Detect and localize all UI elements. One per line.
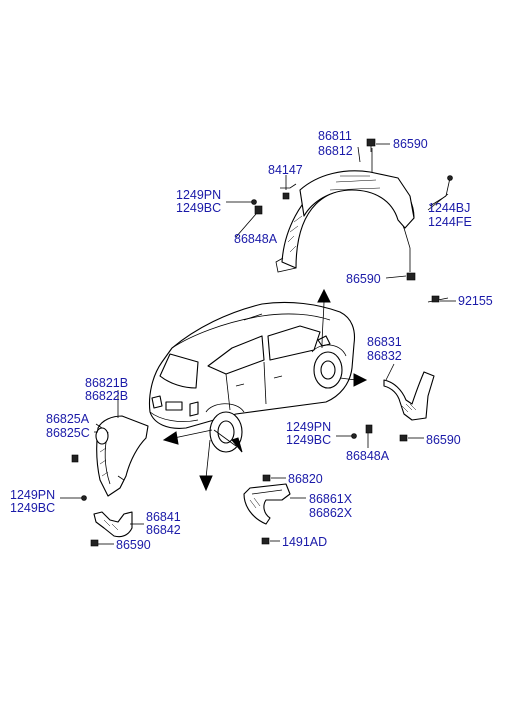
label-86832: 86832 — [367, 349, 402, 363]
arrow-side-icon — [213, 429, 243, 453]
clip-86820-icon — [262, 474, 271, 482]
clip-86590-bottom-icon — [90, 539, 99, 547]
front-wheel-guard — [275, 148, 415, 273]
nut-86848A-top-icon — [254, 205, 263, 215]
arrow-rear-mudflap-icon — [199, 439, 213, 492]
label-1249PN-top: 1249PN — [176, 188, 221, 202]
label-86821B: 86821B — [85, 376, 128, 390]
label-86862X: 86862X — [309, 506, 353, 520]
arrow-rear-guard-icon — [162, 429, 213, 445]
screw-1491AD-icon — [261, 537, 270, 545]
label-92155: 92155 — [458, 294, 493, 308]
label-1249BC-top: 1249BC — [176, 201, 221, 215]
nut-86848A-right-icon — [365, 424, 373, 434]
label-1244BJ: 1244BJ — [428, 201, 470, 215]
label-86825C: 86825C — [46, 426, 90, 440]
label-86590-bottom: 86590 — [116, 538, 151, 552]
label-86842: 86842 — [146, 523, 181, 537]
label-1249BC-right: 1249BC — [286, 433, 331, 447]
label-1249BC-left: 1249BC — [10, 501, 55, 515]
label-84147: 84147 — [268, 163, 303, 177]
label-86822B: 86822B — [85, 389, 128, 403]
label-86825A: 86825A — [46, 412, 90, 426]
arrow-front-guard-icon — [317, 288, 331, 349]
leader-lines — [60, 143, 456, 545]
label-86861X: 86861X — [309, 492, 353, 506]
arrow-front-mudflap-icon — [339, 373, 368, 387]
clip-86590-top-icon — [366, 138, 376, 152]
label-86811: 86811 — [318, 129, 352, 143]
label-1249PN-left: 1249PN — [10, 488, 55, 502]
screw-1249-top-icon — [240, 199, 257, 205]
clip-86590-mid-icon — [406, 272, 416, 281]
label-86848A-right: 86848A — [346, 449, 390, 463]
label-1491AD: 1491AD — [282, 535, 327, 549]
label-1244FE: 1244FE — [428, 215, 472, 229]
car-illustration — [148, 301, 356, 453]
label-86831: 86831 — [367, 335, 402, 349]
label-86841: 86841 — [146, 510, 181, 524]
part-labels: 86811 86812 86590 84147 1249PN 1249BC 12… — [10, 129, 493, 552]
center-mudflap — [243, 483, 291, 525]
screw-1249-left-icon — [70, 495, 87, 501]
label-1249PN-right: 1249PN — [286, 420, 331, 434]
front-mudflap — [383, 371, 435, 421]
nut-86825-icon — [71, 454, 79, 463]
clip-84147-icon — [282, 192, 290, 200]
label-86590-right: 86590 — [426, 433, 461, 447]
label-86812: 86812 — [318, 144, 353, 158]
label-86590-mid: 86590 — [346, 272, 381, 286]
screw-1249-right-icon — [340, 433, 357, 439]
label-86848A-top: 86848A — [234, 232, 278, 246]
bolt-92155-icon — [427, 295, 449, 303]
rear-wheel-guard — [95, 415, 149, 497]
rear-mudflap — [93, 511, 133, 538]
label-86820: 86820 — [288, 472, 323, 486]
label-86590-top: 86590 — [393, 137, 428, 151]
clip-86590-right-icon — [399, 434, 408, 442]
